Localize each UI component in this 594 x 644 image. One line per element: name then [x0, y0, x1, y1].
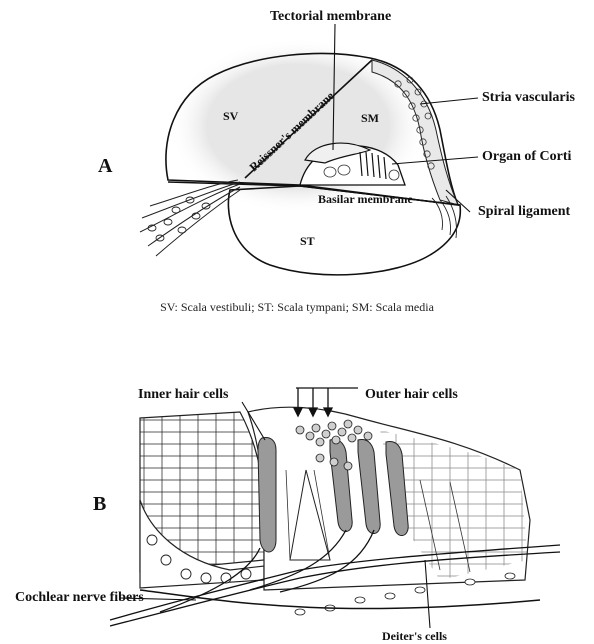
- label-cochlear-nerve-fibers: Cochlear nerve fibers: [15, 590, 144, 605]
- label-spiral-ligament: Spiral ligament: [478, 204, 571, 219]
- label-sm: SM: [361, 111, 379, 125]
- label-st: ST: [300, 234, 315, 248]
- label-basilar-membrane: Basilar membrane: [318, 192, 413, 206]
- label-tectorial-membrane: Tectorial membrane: [270, 9, 391, 24]
- label-inner-hair-cells: Inner hair cells: [138, 387, 229, 402]
- panel-b: Inner hair cells Outer hair cells B Coch…: [15, 387, 560, 643]
- panel-a-caption: SV: Scala vestibuli; ST: Scala tympani; …: [160, 300, 434, 314]
- basilar-baseline: [140, 590, 540, 609]
- label-sv: SV: [223, 109, 239, 123]
- label-deiters-cells: Deiter's cells: [382, 629, 447, 643]
- panel-a: Tectorial membrane SV SM Reissner's memb…: [98, 9, 575, 314]
- label-organ-of-corti: Organ of Corti: [482, 149, 572, 164]
- panel-a-letter: A: [98, 155, 113, 177]
- panel-b-letter: B: [93, 493, 106, 515]
- label-outer-hair-cells: Outer hair cells: [365, 387, 458, 402]
- inner-hair-cell: [258, 438, 276, 553]
- label-stria-vascularis: Stria vascularis: [482, 90, 575, 105]
